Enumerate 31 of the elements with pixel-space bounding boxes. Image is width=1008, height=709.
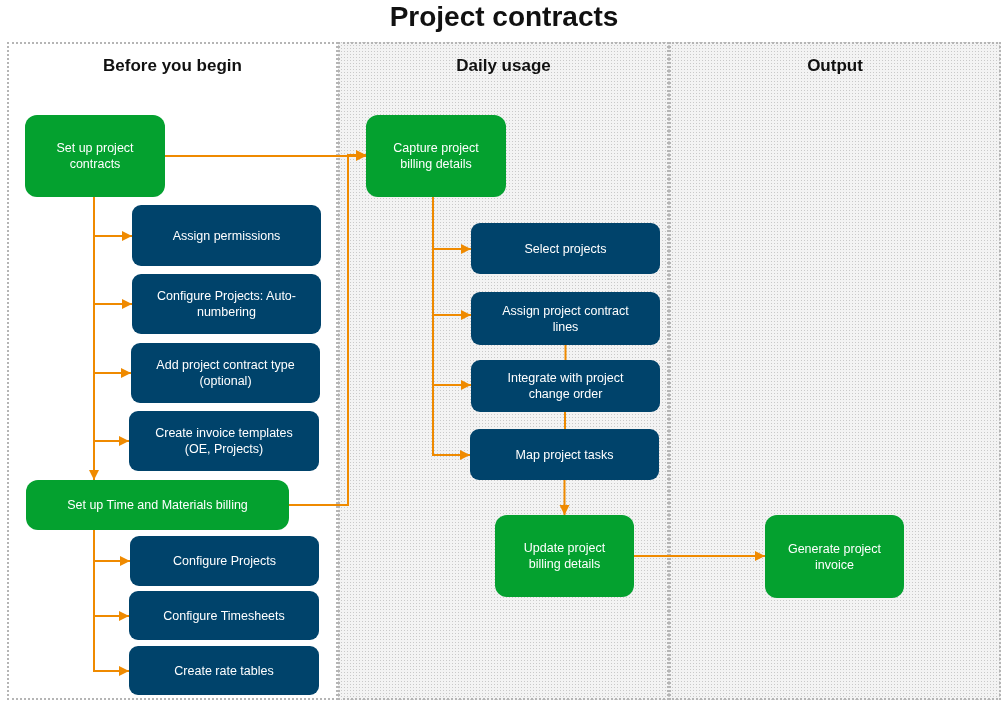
arrow [288,150,367,506]
diagram-title: Project contracts [388,0,620,34]
arrow [432,196,471,460]
process-box: Integrate with project change order [471,360,660,412]
process-box: Capture project billing details [366,115,506,197]
process-box: Assign permissions [132,205,321,266]
process-box: Update project billing details [495,515,634,597]
process-box: Set up project contracts [25,115,165,197]
lane-heading: Output [806,56,864,76]
lane-heading: Daily usage [455,56,552,76]
arrow [93,529,130,676]
arrow [89,196,99,481]
process-box: Generate project invoice [765,515,904,598]
lane-heading: Before you begin [102,56,243,76]
process-box: Configure Projects [130,536,319,586]
swimlane [338,42,669,700]
process-box: Add project contract type (optional) [131,343,320,403]
process-box: Create invoice templates (OE, Projects) [129,411,319,471]
swimlane [7,42,338,700]
arrow [559,479,570,516]
process-box: Configure Timesheets [129,591,319,640]
process-box: Set up Time and Materials billing [26,480,289,530]
swimlane [669,42,1001,700]
process-box: Select projects [471,223,660,274]
connector-line [564,411,566,430]
process-box: Assign project contract lines [471,292,660,345]
arrow [633,551,766,561]
process-box: Configure Projects: Auto-numbering [132,274,321,334]
connector-line [564,344,567,361]
process-box: Map project tasks [470,429,659,480]
process-box: Create rate tables [129,646,319,695]
